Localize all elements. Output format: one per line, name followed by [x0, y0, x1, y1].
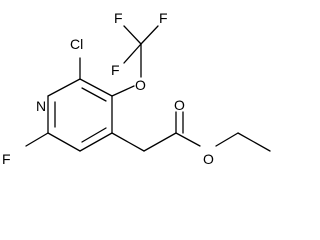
bond-co-oester [175, 132, 201, 147]
bond-ch2-co [143, 132, 177, 152]
bond-c5-c4 [79, 132, 113, 152]
bond-c2-n [47, 78, 81, 97]
bond-c4-ch2 [111, 132, 145, 152]
atom-o-ether: O [135, 77, 146, 93]
bond-f1-cf3 [123, 25, 142, 45]
atom-cl: Cl [70, 36, 83, 52]
bond-o-c3 [111, 85, 135, 97]
atom-f-top-right: F [159, 10, 168, 26]
bonds [25, 25, 271, 152]
atom-f-ring: F [2, 151, 11, 167]
bond-c5-c4-inner [81, 127, 107, 143]
atom-f-side: F [111, 62, 120, 78]
bond-c6-f [25, 132, 49, 147]
bond-ch2-ch3 [237, 132, 271, 152]
bond-oester-ch2 [215, 132, 239, 147]
atom-o-ester: O [203, 151, 214, 167]
atom-labels: F F F Cl O N F O O [2, 10, 214, 167]
bond-c3-c2-inner [81, 87, 107, 102]
atom-n-ring: N [36, 98, 46, 114]
bond-f3-cf3 [123, 43, 142, 64]
bond-c3-c2 [79, 78, 113, 97]
atom-o-carbonyl: O [174, 97, 185, 113]
bond-f2-cf3 [140, 25, 159, 45]
atom-f-top-left: F [114, 10, 123, 26]
molecule-diagram: F F F Cl O N F O O [2, 10, 271, 167]
bond-c6-c5 [47, 132, 81, 152]
